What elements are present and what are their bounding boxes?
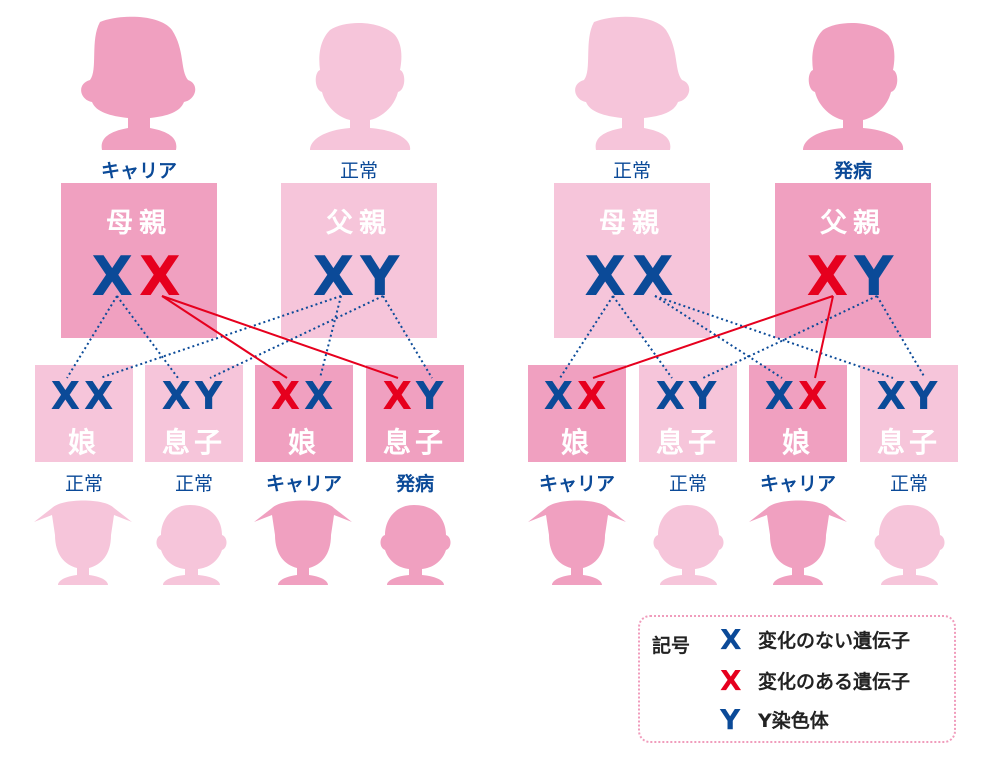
normal-gene-symbol: X <box>720 623 742 656</box>
legend-item: X 変化のある遺伝子 <box>720 664 911 697</box>
daughter-silhouette-icon <box>34 500 132 585</box>
legend-item: Y Y染色体 <box>720 703 829 736</box>
son-silhouette-icon <box>380 505 451 585</box>
father-status-label: 発病 <box>833 160 872 182</box>
son-silhouette-icon <box>874 505 945 585</box>
child-status-label: キャリア <box>759 473 836 495</box>
role-label: 母親 <box>106 208 172 239</box>
right-child-1-box: XX 娘 <box>528 365 626 462</box>
left-child-1-box: XX 娘 <box>35 365 133 462</box>
father-silhouette-icon <box>310 23 411 150</box>
child-status-label: キャリア <box>538 473 615 495</box>
legend-item: X 変化のない遺伝子 <box>720 623 911 656</box>
right-child-3-box: XX 娘 <box>749 365 847 462</box>
child-status-label: 正常 <box>668 473 707 495</box>
son-silhouette-icon <box>156 505 227 585</box>
daughter-silhouette-icon <box>254 500 352 585</box>
legend-box: 記号 X 変化のない遺伝子 X 変化のある遺伝子 Y Y染色体 <box>638 615 956 743</box>
child-status-label: キャリア <box>265 473 342 495</box>
father-status-label: 正常 <box>339 160 378 182</box>
role-label: 父親 <box>326 208 392 239</box>
child-status-label: 発病 <box>395 473 434 495</box>
mother-status-label: キャリア <box>100 160 177 182</box>
child-status-label: 正常 <box>889 473 928 495</box>
daughter-silhouette-icon <box>749 500 847 585</box>
left-child-3-box: XX 娘 <box>255 365 353 462</box>
child-status-label: 正常 <box>64 473 103 495</box>
daughter-silhouette-icon <box>528 500 626 585</box>
mother-silhouette-icon <box>575 16 690 151</box>
son-silhouette-icon <box>653 505 724 585</box>
legend-title: 記号 <box>652 635 691 657</box>
mutated-gene-symbol: X <box>720 664 742 697</box>
left-father-box: 父親 XY <box>281 183 437 338</box>
mother-silhouette-icon <box>81 16 196 151</box>
left-mother-box: 母親 XX <box>61 183 217 338</box>
right-mother-box: 母親 XX <box>554 183 710 338</box>
child-status-label: 正常 <box>174 473 213 495</box>
right-child-4-box: XY 息子 <box>860 365 958 462</box>
y-chromosome-symbol: Y <box>720 703 741 736</box>
left-child-2-box: XY 息子 <box>145 365 243 462</box>
left-child-4-box: XY 息子 <box>366 365 464 462</box>
right-child-2-box: XY 息子 <box>639 365 737 462</box>
father-silhouette-icon <box>803 23 904 150</box>
chromosomes: XX <box>91 245 187 308</box>
right-father-box: 父親 XY <box>775 183 931 338</box>
chromosomes: XY <box>312 245 406 308</box>
mother-status-label: 正常 <box>612 160 651 182</box>
